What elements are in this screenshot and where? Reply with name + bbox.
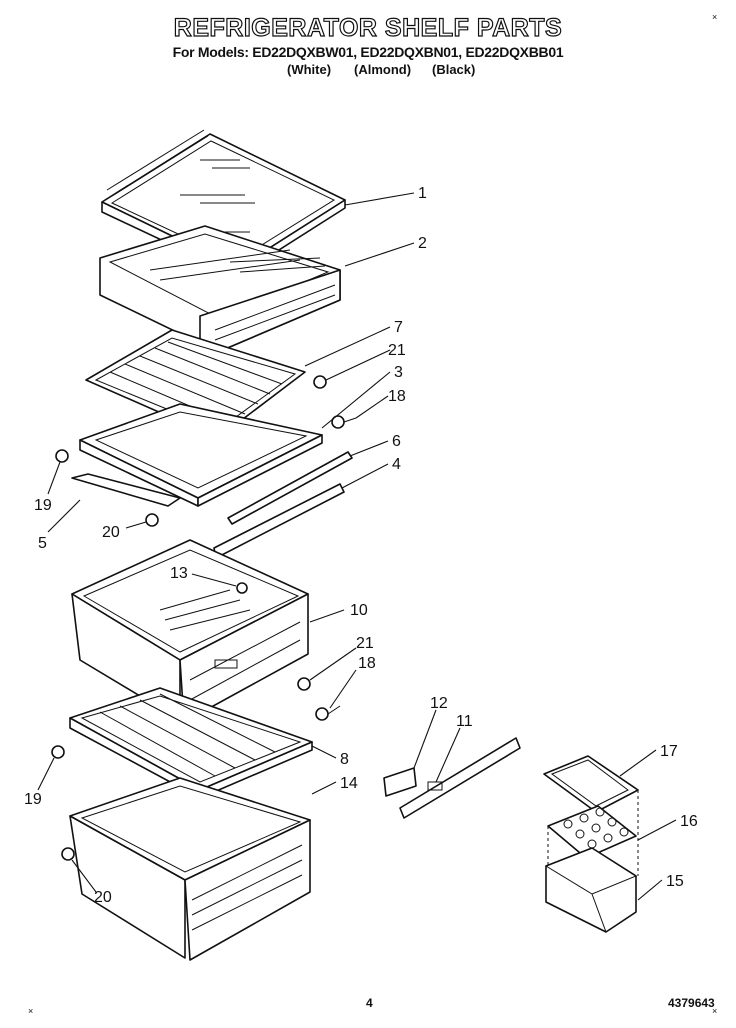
bracket-part-12 — [383, 767, 417, 797]
rail-part-6 — [227, 451, 353, 525]
corner-mark-top-right: × — [712, 12, 718, 22]
fastener-part-19-upper — [55, 449, 69, 463]
callout-5: 5 — [38, 535, 47, 552]
shelf-frame-part-3 — [71, 403, 323, 507]
fastener-part-20-upper — [145, 513, 159, 527]
deli-drawer-part-2 — [99, 225, 341, 353]
crisper-drawer-part-10 — [71, 539, 309, 723]
callout-7: 7 — [394, 319, 403, 336]
leader-lines — [37, 192, 677, 901]
fastener-part-21-upper — [313, 375, 327, 389]
drawer-part-14 — [69, 777, 311, 961]
callout-8: 8 — [340, 751, 349, 768]
callout-18-upper: 18 — [388, 388, 406, 405]
callout-2: 2 — [418, 235, 427, 252]
fastener-part-13 — [236, 582, 248, 594]
callout-15: 15 — [666, 873, 684, 890]
callout-20-lower: 20 — [94, 889, 112, 906]
color-label-almond: (Almond) — [354, 62, 412, 77]
color-label-white: (White) — [287, 62, 332, 77]
callout-14: 14 — [340, 775, 358, 792]
egg-holder-part-16 — [547, 805, 637, 859]
model-numbers: For Models: ED22DQXBW01, ED22DQXBN01, ED… — [172, 44, 564, 60]
corner-mark-bottom-left: × — [28, 1006, 34, 1016]
corner-mark-bottom-right: × — [712, 1006, 718, 1016]
callout-21-upper: 21 — [388, 342, 406, 359]
callout-3: 3 — [394, 364, 403, 381]
callout-19-upper: 19 — [34, 497, 52, 514]
callout-16: 16 — [680, 813, 698, 830]
fastener-part-19-lower — [51, 745, 65, 759]
callout-4: 4 — [392, 456, 401, 473]
fastener-part-18-lower — [315, 705, 341, 721]
callout-18-lower: 18 — [358, 655, 376, 672]
callout-20-upper: 20 — [102, 524, 120, 541]
page-title: REFRIGERATOR SHELF PARTS — [173, 13, 563, 42]
document-number: 4379643 — [668, 996, 715, 1010]
callout-17: 17 — [660, 743, 678, 760]
callout-13: 13 — [170, 565, 188, 582]
callout-1: 1 — [418, 185, 427, 202]
egg-tray-cover-part-17 — [543, 755, 639, 813]
fastener-part-18-upper — [331, 415, 357, 429]
callout-19-lower: 19 — [24, 791, 42, 808]
mounting-plate-part-11 — [399, 737, 521, 819]
color-label-black: (Black) — [432, 62, 476, 77]
callout-21-lower: 21 — [356, 635, 374, 652]
callout-11: 11 — [456, 713, 473, 730]
callout-6: 6 — [392, 433, 401, 450]
callout-10: 10 — [350, 602, 368, 619]
page-number: 4 — [366, 996, 373, 1010]
fastener-part-20-lower — [61, 847, 75, 861]
egg-bin-part-15 — [544, 847, 638, 933]
fastener-part-21-lower — [297, 677, 311, 691]
callout-12: 12 — [430, 695, 448, 712]
